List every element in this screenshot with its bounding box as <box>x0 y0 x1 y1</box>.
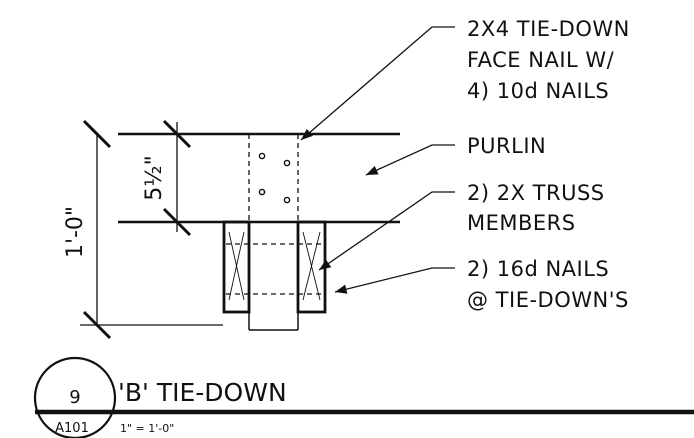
truss-member-left <box>222 220 251 314</box>
dimension-overall <box>80 119 223 340</box>
truss-nails-hidden <box>226 243 323 295</box>
tie-down-hidden <box>248 134 299 222</box>
note-purlin: PURLIN <box>467 134 546 158</box>
detail-sheet: A101 <box>55 421 89 436</box>
note-truss: 2) 2X TRUSS MEMBERS <box>467 181 605 235</box>
dimension-overall-label: 1'-0" <box>63 206 88 258</box>
note-tie-down-line-2: FACE NAIL W/ <box>467 48 615 72</box>
dimension-purlin <box>162 119 192 237</box>
tie-down <box>248 222 299 331</box>
detail-bubble <box>33 356 694 438</box>
purlin <box>118 132 400 224</box>
tie-down-nails <box>258 152 291 204</box>
leader-purlin <box>365 144 455 176</box>
detail-number: 9 <box>69 387 80 408</box>
detail-title: 'B' TIE-DOWN <box>118 378 287 407</box>
note-nails-line-2: @ TIE-DOWN'S <box>467 288 629 312</box>
note-truss-line-2: MEMBERS <box>467 211 576 235</box>
note-purlin-line-1: PURLIN <box>467 134 546 158</box>
note-nails-line-1: 2) 16d NAILS <box>467 257 609 281</box>
leader-tie-down <box>300 26 455 141</box>
note-tie-down-line-1: 2X4 TIE-DOWN <box>467 17 630 41</box>
note-nails: 2) 16d NAILS @ TIE-DOWN'S <box>467 257 629 312</box>
note-tie-down: 2X4 TIE-DOWN FACE NAIL W/ 4) 10d NAILS <box>467 17 630 103</box>
leader-truss <box>318 191 455 271</box>
leader-nails <box>334 267 455 294</box>
dimension-purlin-label: 5½" <box>142 155 167 200</box>
note-tie-down-line-3: 4) 10d NAILS <box>467 79 609 103</box>
detail-scale: 1" = 1'-0" <box>120 422 174 435</box>
note-truss-line-1: 2) 2X TRUSS <box>467 181 605 205</box>
truss-member-right <box>296 220 327 314</box>
